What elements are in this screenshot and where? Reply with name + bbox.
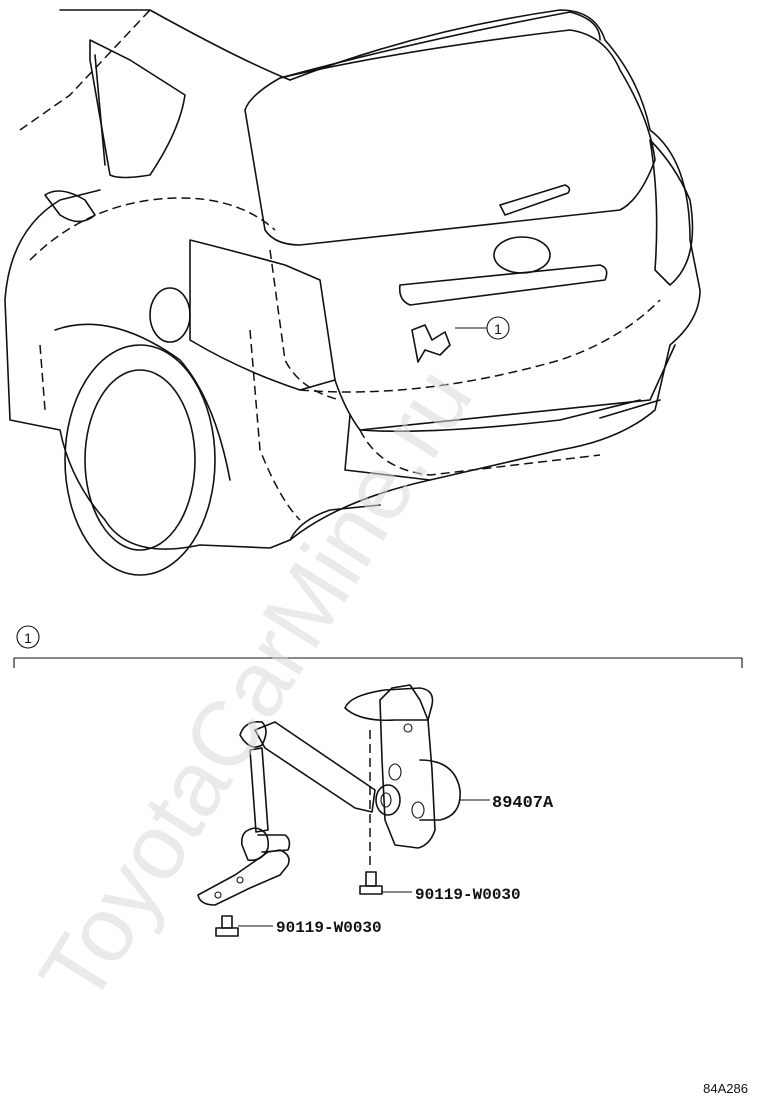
bolt-left-illustration <box>215 915 239 937</box>
bolt-right-part-number: 90119-W0030 <box>415 886 521 904</box>
detail-marker: 1 <box>24 630 32 646</box>
watermark: ToyotaCarMine.ru <box>20 351 491 1021</box>
bolt-right-illustration <box>359 871 383 895</box>
illustration-code: 84A286 <box>703 1081 748 1096</box>
vehicle-callout-marker: 1 <box>494 321 502 337</box>
vehicle-rear-illustration <box>4 9 701 576</box>
height-sensor-assembly <box>197 684 461 906</box>
bolt-left-part-number: 90119-W0030 <box>276 919 382 937</box>
assembly-part-number: 89407A <box>492 794 554 813</box>
vehicle-callout: 1 <box>455 316 510 340</box>
detail-section-header: 1 <box>13 625 743 668</box>
